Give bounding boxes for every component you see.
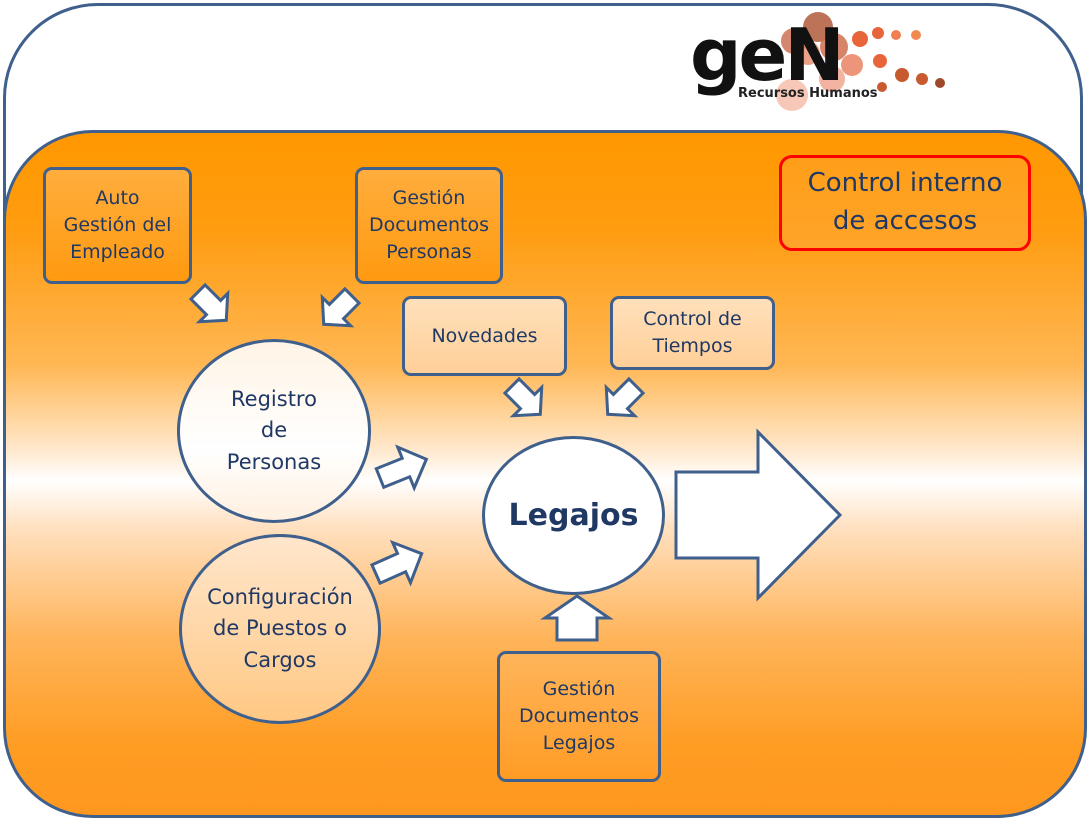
arrow-autogestion-registro: [188, 282, 230, 324]
control-interno-box: Control interno de accesos: [779, 155, 1031, 251]
circle-legajos: Legajos: [482, 436, 665, 595]
logo-subtitle: Recursos Humanos: [738, 86, 878, 101]
circle-configuracion-puestos: Configuración de Puestos o Cargos: [179, 534, 381, 724]
box-gestion-documentos-personas: Gestión Documentos Personas: [355, 167, 503, 284]
logo-dots: [776, 12, 945, 111]
arrow-novedades-legajos: [502, 376, 544, 418]
arrow-configuracion-legajos: [369, 539, 424, 587]
arrow-registro-legajos: [374, 444, 429, 492]
box-novedades: Novedades: [402, 296, 567, 376]
circle-registro-personas: Registro de Personas: [177, 339, 371, 523]
gen-logo: geN Recursos Humanos: [684, 5, 974, 117]
logo-wordmark: geN: [690, 13, 845, 97]
box-control-tiempos: Control de Tiempos: [610, 296, 775, 370]
box-auto-gestion: Auto Gestión del Empleado: [43, 167, 192, 284]
arrow-gestion-personas-registro: [320, 286, 362, 328]
arrow-tiempos-legajos: [604, 376, 646, 418]
arrow-gestion-legajos-up: [540, 594, 614, 642]
arrow-output: [674, 428, 843, 602]
box-gestion-documentos-legajos: Gestión Documentos Legajos: [497, 651, 661, 782]
